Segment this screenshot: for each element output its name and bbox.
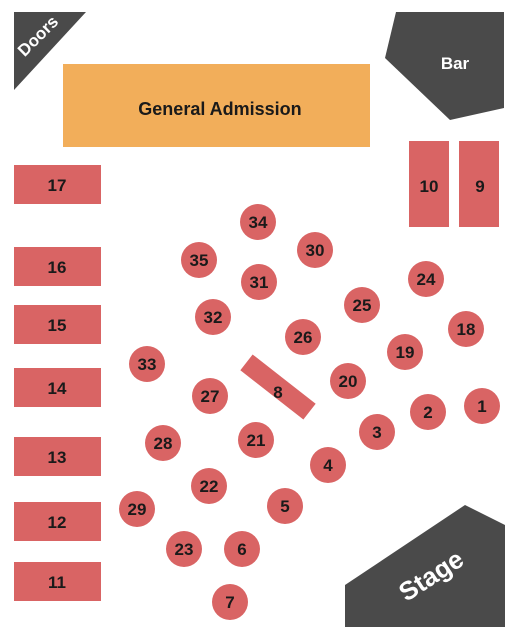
- table-7[interactable]: 7: [212, 584, 248, 620]
- table-10[interactable]: 10: [409, 141, 449, 227]
- table-2-label: 2: [423, 403, 432, 422]
- table-20-label: 20: [339, 372, 358, 391]
- table-28[interactable]: 28: [145, 425, 181, 461]
- table-9-label: 9: [475, 177, 484, 196]
- table-18-label: 18: [457, 320, 476, 339]
- table-35[interactable]: 35: [181, 242, 217, 278]
- table-19[interactable]: 19: [387, 334, 423, 370]
- table-12[interactable]: 12: [14, 502, 101, 541]
- table-18[interactable]: 18: [448, 311, 484, 347]
- table-26-label: 26: [294, 328, 313, 347]
- table-35-label: 35: [190, 251, 209, 270]
- table-26[interactable]: 26: [285, 319, 321, 355]
- general-admission-label: General Admission: [138, 99, 301, 119]
- table-29-label: 29: [128, 500, 147, 519]
- table-23[interactable]: 23: [166, 531, 202, 567]
- table-1[interactable]: 1: [464, 388, 500, 424]
- table-34[interactable]: 34: [240, 204, 276, 240]
- table-3[interactable]: 3: [359, 414, 395, 450]
- table-27[interactable]: 27: [192, 378, 228, 414]
- table-15-label: 15: [48, 316, 67, 335]
- table-7-label: 7: [225, 593, 234, 612]
- table-20[interactable]: 20: [330, 363, 366, 399]
- table-24[interactable]: 24: [408, 261, 444, 297]
- table-21-label: 21: [247, 431, 266, 450]
- table-8[interactable]: 8: [240, 354, 316, 420]
- table-4-label: 4: [323, 456, 333, 475]
- table-27-label: 27: [201, 387, 220, 406]
- table-33-label: 33: [138, 355, 157, 374]
- table-13[interactable]: 13: [14, 437, 101, 476]
- table-22-label: 22: [200, 477, 219, 496]
- table-4[interactable]: 4: [310, 447, 346, 483]
- table-15[interactable]: 15: [14, 305, 101, 344]
- table-3-label: 3: [372, 423, 381, 442]
- table-31[interactable]: 31: [241, 264, 277, 300]
- general-admission-section[interactable]: General Admission: [63, 64, 370, 147]
- table-30-label: 30: [306, 241, 325, 260]
- bar-label: Bar: [441, 54, 470, 73]
- table-6[interactable]: 6: [224, 531, 260, 567]
- table-14-label: 14: [48, 379, 67, 398]
- table-2[interactable]: 2: [410, 394, 446, 430]
- table-19-label: 19: [396, 343, 415, 362]
- table-16-label: 16: [48, 258, 67, 277]
- table-29[interactable]: 29: [119, 491, 155, 527]
- table-25-label: 25: [353, 296, 372, 315]
- table-8-label: 8: [273, 383, 282, 402]
- table-34-label: 34: [249, 213, 268, 232]
- table-17[interactable]: 17: [14, 165, 101, 204]
- table-13-label: 13: [48, 448, 67, 467]
- table-5-label: 5: [280, 497, 289, 516]
- table-31-label: 31: [250, 273, 269, 292]
- table-14[interactable]: 14: [14, 368, 101, 407]
- bar-area: Bar: [385, 12, 504, 120]
- table-21[interactable]: 21: [238, 422, 274, 458]
- table-6-label: 6: [237, 540, 246, 559]
- table-12-label: 12: [48, 513, 67, 532]
- table-32[interactable]: 32: [195, 299, 231, 335]
- table-5[interactable]: 5: [267, 488, 303, 524]
- table-17-label: 17: [48, 176, 67, 195]
- table-9[interactable]: 9: [459, 141, 499, 227]
- table-23-label: 23: [175, 540, 194, 559]
- table-22[interactable]: 22: [191, 468, 227, 504]
- table-24-label: 24: [417, 270, 436, 289]
- table-28-label: 28: [154, 434, 173, 453]
- table-33[interactable]: 33: [129, 346, 165, 382]
- table-10-label: 10: [420, 177, 439, 196]
- table-30[interactable]: 30: [297, 232, 333, 268]
- table-32-label: 32: [204, 308, 223, 327]
- table-25[interactable]: 25: [344, 287, 380, 323]
- table-16[interactable]: 16: [14, 247, 101, 286]
- table-1-label: 1: [477, 397, 486, 416]
- stage-area: Stage: [345, 505, 505, 627]
- table-11-label: 11: [48, 573, 66, 592]
- table-11[interactable]: 11: [14, 562, 101, 601]
